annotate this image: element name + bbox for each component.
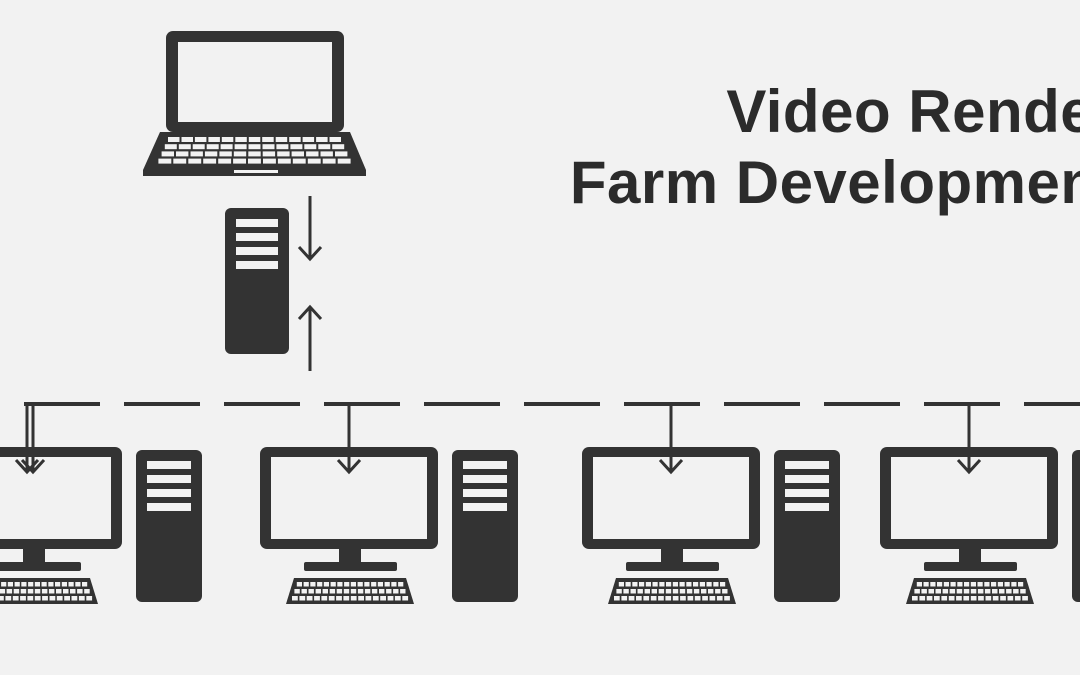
pc-tower xyxy=(452,450,518,602)
arrow-down-icon xyxy=(14,458,40,475)
monitor-base xyxy=(924,562,1017,571)
pc-tower xyxy=(136,450,202,602)
monitor-base xyxy=(304,562,397,571)
monitor-screen xyxy=(0,457,111,539)
arrow-down-icon xyxy=(20,406,46,475)
desktop-workstation-icon xyxy=(260,447,518,604)
title-line-2: Farm Development xyxy=(569,149,1080,216)
arrow-down-icon xyxy=(297,196,323,262)
monitor-base xyxy=(626,562,719,571)
server-tower-icon xyxy=(225,208,289,354)
drive-bay xyxy=(463,503,507,511)
arrow-down-icon xyxy=(956,406,982,475)
desktop-workstation-icon xyxy=(0,447,202,604)
monitor-neck xyxy=(23,549,45,563)
drive-bay xyxy=(785,475,829,483)
drive-bay xyxy=(463,489,507,497)
drive-bay xyxy=(147,461,191,469)
arrow-up-icon xyxy=(297,304,323,371)
laptop-icon xyxy=(143,31,366,176)
pc-tower xyxy=(774,450,840,602)
arrow-down-icon xyxy=(658,406,684,475)
monitor-neck xyxy=(339,549,361,563)
desktop-workstation-icon xyxy=(880,447,1080,604)
drive-bay xyxy=(785,503,829,511)
page-title: Video Render Farm Development xyxy=(570,76,1080,218)
drive-bay xyxy=(147,489,191,497)
title-line-1: Video Render xyxy=(726,78,1080,145)
monitor-neck xyxy=(661,549,683,563)
drive-bay xyxy=(147,503,191,511)
drive-bay xyxy=(236,247,278,255)
drive-bay xyxy=(236,219,278,227)
drive-bay xyxy=(463,461,507,469)
drive-bay xyxy=(147,475,191,483)
desktop-workstation-icon xyxy=(582,447,840,604)
arrow-down-icon xyxy=(336,406,362,475)
drive-bay xyxy=(236,233,278,241)
monitor-base xyxy=(0,562,81,571)
drive-bay xyxy=(785,489,829,497)
drive-bay xyxy=(236,261,278,269)
drive-bay xyxy=(463,475,507,483)
monitor-neck xyxy=(959,549,981,563)
drive-bay xyxy=(785,461,829,469)
laptop-keyboard xyxy=(158,137,351,164)
pc-tower xyxy=(1072,450,1080,602)
